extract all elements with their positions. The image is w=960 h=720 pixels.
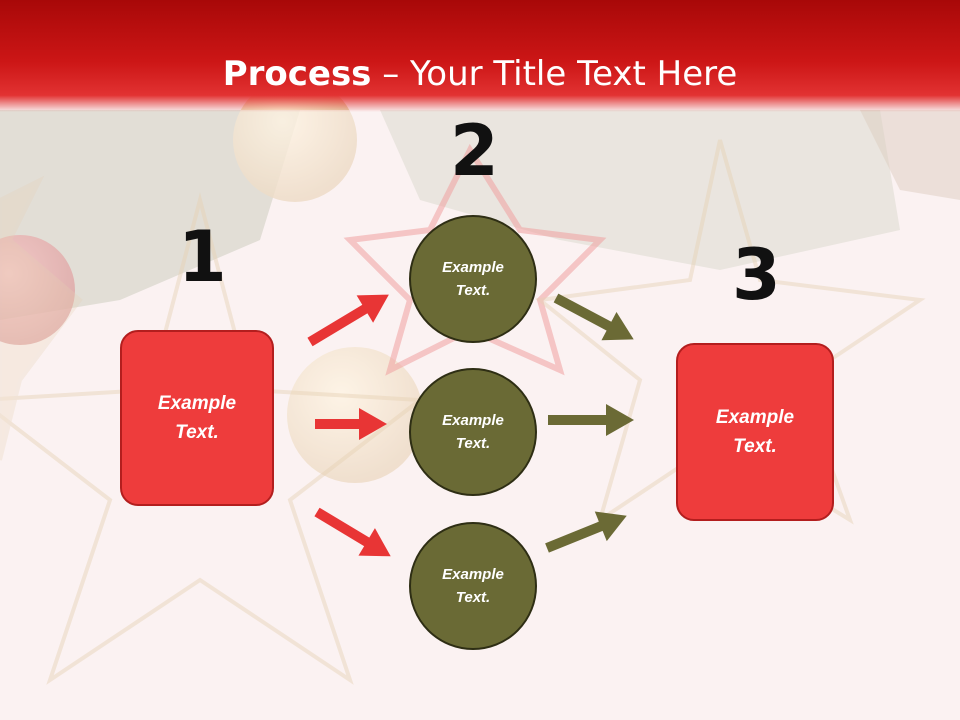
step-1-box: Example Text. (120, 330, 274, 506)
step-number-2: 2 (450, 110, 499, 192)
step-1-text-line1: Example (157, 393, 237, 414)
slide-title: Process – Your Title Text Here (0, 52, 960, 96)
circle-bottom-line1: Example (442, 566, 504, 583)
arrow-up-right-olive (545, 511, 627, 553)
step-2-circle-middle: Example Text. (409, 368, 537, 496)
arrow-down-right-olive (553, 293, 634, 341)
circle-top-line2: Text. (455, 282, 491, 299)
step-1-text-line2: Text. (175, 422, 219, 443)
arrow-up-right (307, 294, 389, 347)
circle-middle-line1: Example (442, 412, 504, 429)
title-rest: – Your Title Text Here (371, 54, 738, 94)
circle-bottom-line2: Text. (455, 589, 491, 606)
arrow-right-olive (548, 404, 634, 436)
step-number-3: 3 (732, 234, 781, 316)
title-bold: Process (222, 54, 372, 94)
arrow-right-middle (315, 408, 387, 440)
arrow-down-right (314, 507, 391, 557)
red-arrows (307, 294, 391, 557)
olive-arrows (545, 293, 634, 553)
circle-middle-line2: Text. (455, 435, 491, 452)
step-2-circle-top: Example Text. (409, 215, 537, 343)
step-3-text-line1: Example (715, 407, 795, 428)
step-number-1: 1 (178, 216, 227, 298)
circle-top-line1: Example (442, 259, 504, 276)
step-3-text-line2: Text. (733, 436, 777, 457)
title-bar (0, 0, 960, 112)
step-3-box: Example Text. (676, 343, 834, 521)
step-2-circle-bottom: Example Text. (409, 522, 537, 650)
